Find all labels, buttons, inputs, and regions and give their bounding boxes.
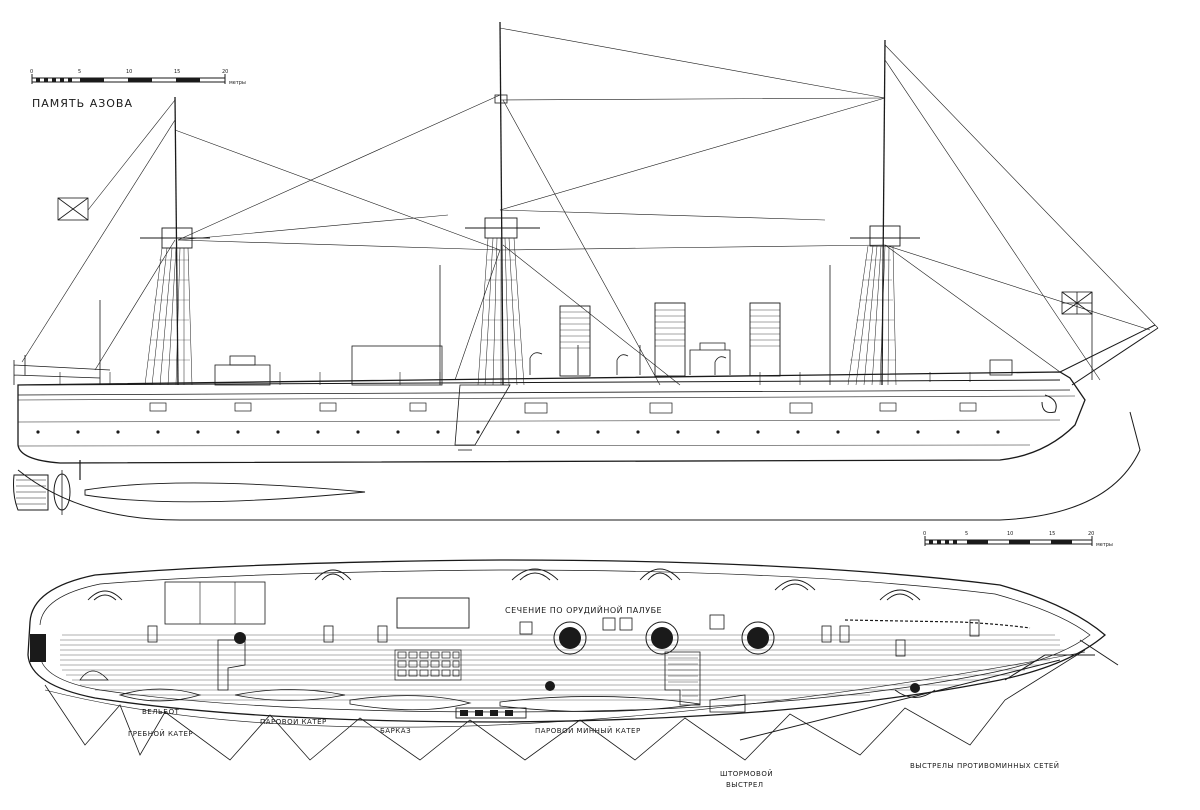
label-storm-boom-1: ШТОРМОВОЙ: [720, 769, 773, 778]
label-net-booms: ВЫСТРЕЛЫ ПРОТИВОМИННЫХ СЕТЕЙ: [910, 761, 1060, 770]
steam-torpedo-cutter-plan: [499, 696, 701, 712]
side-profile: [13, 21, 1159, 521]
funnel-plan-2: [645, 621, 679, 655]
anchor: [1041, 394, 1057, 413]
hatch-grid: [394, 649, 462, 681]
scale-top-tick-10: 10: [126, 69, 132, 75]
keel-outline: [17, 411, 1141, 521]
steam-cutter-plan: [234, 689, 346, 701]
label-storm-boom-2: ВЫСТРЕЛ: [726, 781, 764, 789]
fore-mast-plan: [910, 683, 920, 693]
funnel-plan-1: [553, 621, 587, 655]
label-steam-cutter: ПАРОВОЙ КАТЕР: [260, 717, 327, 726]
scale-bottom-unit: метры: [1096, 542, 1113, 548]
drawing-title: ПАМЯТЬ АЗОВА: [32, 97, 133, 110]
storm-boom: [739, 659, 1061, 741]
jack-flag: [1061, 291, 1093, 380]
label-gun-deck-section: СЕЧЕНИЕ ПО ОРУДИЙНОЙ ПАЛУБЕ: [505, 604, 662, 615]
stern-cabin: [30, 634, 46, 662]
fore-mast: [847, 39, 920, 386]
ensign-flag: [57, 197, 89, 221]
sponson-guns: [87, 568, 936, 698]
scale-top-tick-0: 0: [30, 69, 33, 75]
label-launch: БАРКАЗ: [380, 727, 411, 735]
label-whaleboat: ВЕЛЬБОТ: [142, 708, 180, 716]
plan-hull-outline: [27, 559, 1106, 723]
whaleboat-plan: [118, 688, 202, 702]
engine-skylight: [164, 581, 266, 625]
rigging: [21, 27, 1159, 386]
rudder: [13, 474, 49, 511]
launch-plan: [349, 695, 472, 711]
funnel-plan-3: [741, 621, 775, 655]
scale-top-tick-20: 20: [222, 69, 228, 75]
scale-bottom-tick-15: 15: [1049, 531, 1055, 537]
bowsprit: [1059, 324, 1159, 386]
bilge-keel: [84, 482, 366, 503]
midship-shelter: [351, 345, 443, 386]
torpedo-net-booms: [44, 649, 1086, 761]
scale-top-tick-5: 5: [78, 69, 81, 75]
funnel-1: [559, 305, 591, 377]
scale-bottom-tick-20: 20: [1088, 531, 1094, 537]
funnel-3: [749, 302, 781, 377]
plan-view: [27, 559, 1119, 761]
hull-outline: [17, 371, 1086, 464]
mizzen-mast: [140, 96, 210, 386]
label-steam-torpedo-cutter: ПАРОВОЙ МИННЫЙ КАТЕР: [535, 726, 641, 735]
fore-bridge: [689, 342, 731, 375]
scale-top-tick-15: 15: [174, 69, 180, 75]
scale-bottom-tick-5: 5: [965, 531, 968, 537]
label-rowing-cutter: ГРЕБНОЙ КАТЕР: [128, 729, 193, 738]
scale-top-unit: метры: [229, 80, 246, 86]
deckhouse-plan: [396, 597, 470, 629]
scale-bottom-tick-0: 0: [923, 531, 926, 537]
scale-bottom-tick-10: 10: [1007, 531, 1013, 537]
gun-ports: [149, 402, 977, 414]
mizzen-mast-plan: [234, 632, 246, 644]
funnel-2: [654, 302, 686, 377]
main-mast: [465, 21, 540, 386]
scale-bar-bottom: 0 5 10 15 20 метры: [923, 531, 1113, 548]
scale-bar-top: 0 5 10 15 20 метры: [30, 69, 246, 86]
anchor-chain: [844, 619, 1031, 629]
ventilators: [529, 345, 727, 375]
main-mast-plan: [545, 681, 555, 691]
portholes: [36, 430, 1000, 434]
